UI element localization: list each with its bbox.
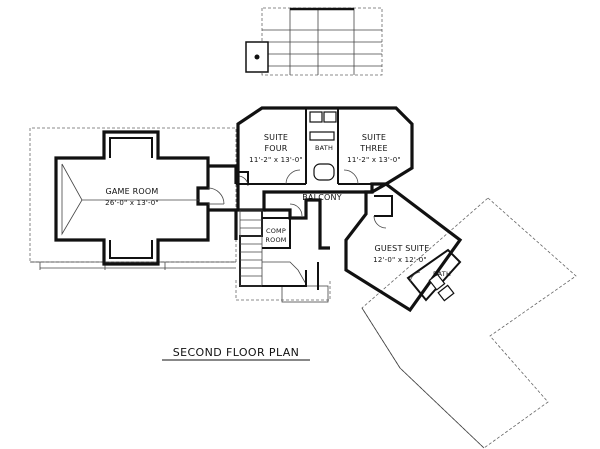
suite-four-label-1: SUITE bbox=[264, 133, 288, 142]
balcony-area bbox=[239, 198, 330, 290]
suite-four-dims: 11'-2" x 13'-0" bbox=[249, 156, 303, 164]
game-room bbox=[54, 130, 225, 266]
comp-room-label-2: ROOM bbox=[265, 236, 286, 244]
suite-three-label-2: THREE bbox=[359, 144, 388, 153]
plan-title: SECOND FLOOR PLAN bbox=[162, 346, 310, 361]
guest-suite-label: GUEST SUITE bbox=[374, 244, 429, 253]
hall-walls bbox=[208, 164, 249, 240]
suites-block bbox=[236, 106, 414, 212]
suite-four-label-2: FOUR bbox=[264, 144, 287, 153]
balcony-label: BALCONY bbox=[302, 193, 342, 202]
roof-outline bbox=[29, 7, 577, 449]
suite-three-dims: 11'-2" x 13'-0" bbox=[347, 156, 401, 164]
suite-three-label-1: SUITE bbox=[362, 133, 386, 142]
comp-room-label-1: COMP bbox=[266, 227, 286, 235]
guest-suite-dims: 12'-0" x 12'-0" bbox=[373, 256, 427, 264]
bath-upper-label: BATH bbox=[315, 144, 333, 152]
plan-title-text: SECOND FLOOR PLAN bbox=[173, 346, 300, 359]
game-room-dims: 26'-0" x 13'-0" bbox=[105, 199, 159, 207]
bath-guest-label: BATH bbox=[433, 270, 451, 278]
room-labels: GAME ROOM 26'-0" x 13'-0" SUITE FOUR 11'… bbox=[105, 133, 451, 278]
game-room-label: GAME ROOM bbox=[105, 187, 158, 196]
guest-suite bbox=[344, 182, 463, 313]
